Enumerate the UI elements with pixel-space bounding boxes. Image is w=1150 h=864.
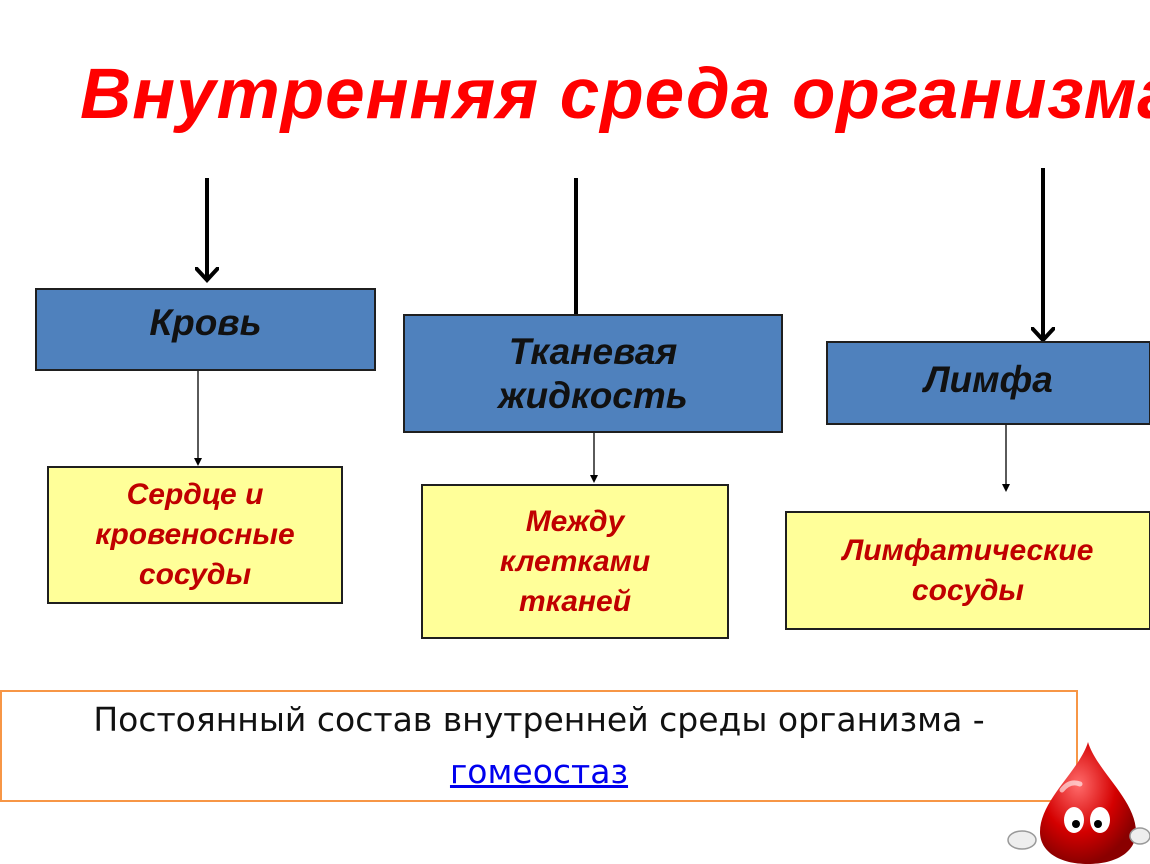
homeostasis-link[interactable]: гомеостаз [449,752,629,791]
box-tissue-fluid-label: Тканевая жидкость [498,330,688,416]
box-blood-label: Кровь [149,301,262,343]
location-blood: Сердце и кровеносные сосуды [47,466,343,604]
box-tissue-fluid: Тканевая жидкость [403,314,783,433]
homeostasis-text: Постоянный состав внутренней среды орган… [93,700,985,739]
location-blood-text: Сердце и кровеносные сосуды [95,478,295,591]
location-tissue-fluid: Между клетками тканей [421,484,729,639]
box-lymph: Лимфа [826,341,1150,425]
page-title: Внутренняя среда организма [80,55,1150,134]
location-lymph-text: Лимфатические сосуды [842,533,1094,607]
blood-drop-mascot-icon [1007,742,1150,864]
box-blood: Кровь [35,288,376,371]
box-lymph-label: Лимфа [924,359,1053,400]
location-lymph: Лимфатические сосуды [785,511,1150,630]
homeostasis-note: Постоянный состав внутренней среды орган… [0,690,1078,802]
location-tissue-fluid-text: Между клетками тканей [499,504,651,618]
